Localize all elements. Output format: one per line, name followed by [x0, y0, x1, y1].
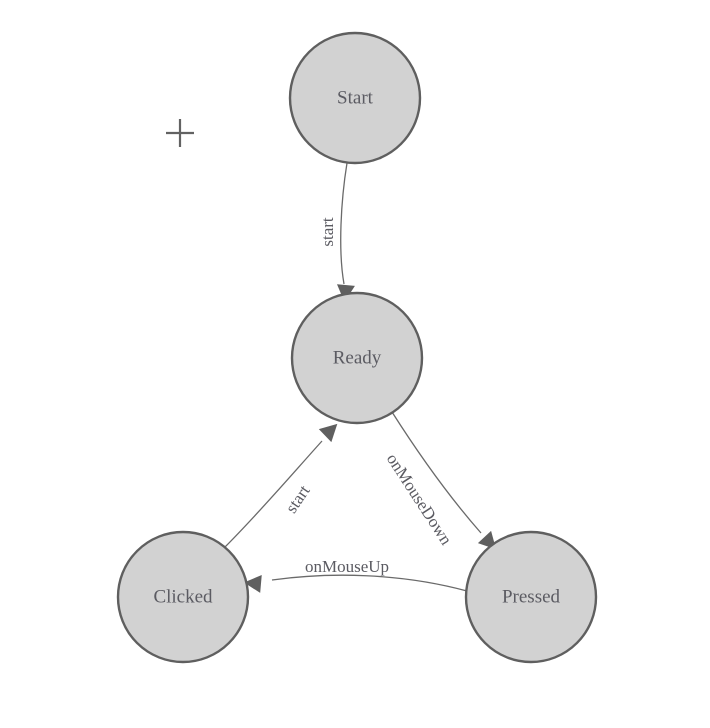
edge-path	[223, 440, 323, 549]
node-label-clicked: Clicked	[153, 586, 213, 607]
edge-label-start-to-ready: start	[318, 217, 337, 247]
node-circle[interactable]	[116, 530, 250, 664]
node-circle[interactable]	[288, 31, 422, 165]
edge-path	[271, 574, 468, 592]
edge-path	[391, 411, 482, 534]
node-pressed[interactable]: Pressed	[464, 530, 598, 664]
edge-path	[340, 162, 348, 285]
edge-label-pressed-to-clicked: onMouseUp	[305, 557, 389, 576]
arrowhead-icon	[244, 574, 262, 593]
edge-ready-to-pressed[interactable]: onMouseDown	[383, 411, 503, 556]
edge-start-to-ready[interactable]: start	[318, 162, 355, 303]
edge-pressed-to-clicked[interactable]: onMouseUp	[243, 557, 468, 593]
edge-label-ready-to-pressed: onMouseDown	[383, 450, 456, 549]
node-start[interactable]: Start	[288, 31, 422, 165]
node-clicked[interactable]: Clicked	[116, 530, 250, 664]
edge-label-clicked-to-ready: start	[282, 481, 314, 516]
node-label-pressed: Pressed	[502, 586, 561, 607]
node-circle[interactable]	[290, 291, 424, 425]
node-ready[interactable]: Ready	[290, 291, 424, 425]
crosshair-marker[interactable]	[166, 119, 194, 147]
arrowhead-icon	[318, 423, 338, 443]
edge-clicked-to-ready[interactable]: start	[223, 417, 344, 549]
node-layer: Start Ready Clicked Pressed	[116, 31, 598, 664]
node-label-ready: Ready	[333, 347, 382, 368]
node-circle[interactable]	[464, 530, 598, 664]
node-label-start: Start	[337, 87, 374, 108]
